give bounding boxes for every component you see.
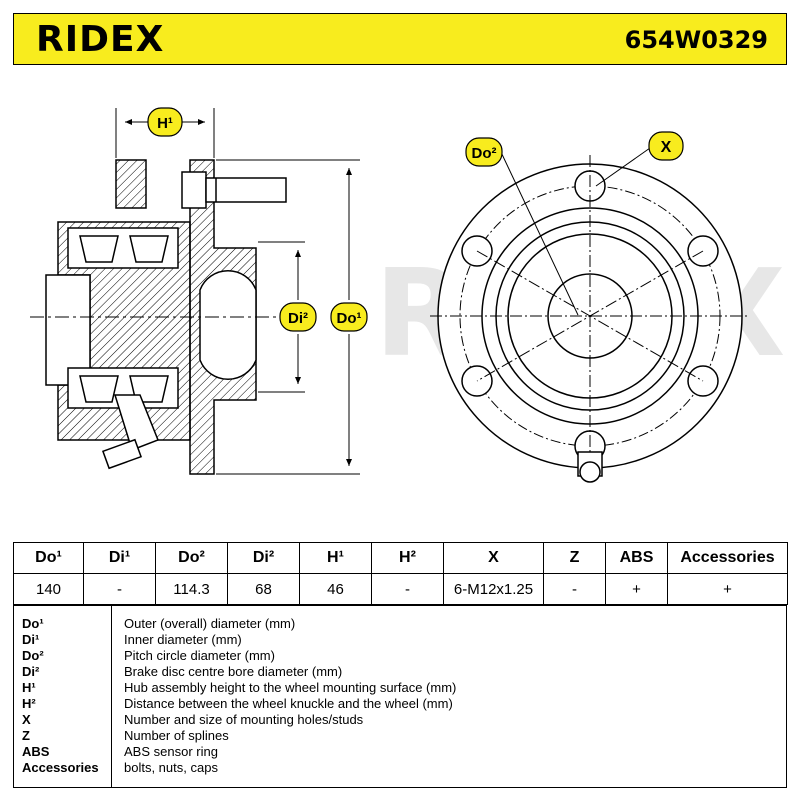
spec-table: Do¹ Di¹ Do² Di² H¹ H² X Z ABS Accessorie… [13, 542, 788, 605]
spec-value: 114.3 [155, 573, 228, 605]
spec-value: + [605, 573, 668, 605]
spec-value: - [371, 573, 444, 605]
legend: Do¹ Outer (overall) diameter (mm) Di¹ In… [13, 605, 787, 788]
legend-desc: bolts, nuts, caps [124, 760, 218, 775]
legend-key: Do¹ [22, 616, 44, 631]
legend-key: Do² [22, 648, 44, 663]
legend-desc: Brake disc centre bore diameter (mm) [124, 664, 343, 679]
legend-desc: Pitch circle diameter (mm) [124, 648, 275, 663]
spec-header: ABS [605, 542, 668, 574]
legend-desc: Outer (overall) diameter (mm) [124, 616, 296, 631]
label-h1-badge [147, 107, 183, 137]
legend-key: H² [22, 696, 36, 711]
label-h1: H¹ [157, 115, 173, 132]
legend-divider [111, 606, 112, 787]
spec-header: X [443, 542, 544, 574]
legend-desc: Distance between the wheel knuckle and t… [124, 696, 453, 711]
label-do1: Do¹ [337, 310, 362, 327]
label-x-badge [648, 131, 684, 161]
part-number: 654W0329 [624, 26, 768, 54]
leaders-front [499, 147, 651, 316]
spec-value: 68 [227, 573, 300, 605]
legend-desc: Inner diameter (mm) [124, 632, 242, 647]
label-do1-badge [330, 302, 368, 332]
spec-header: H¹ [299, 542, 372, 574]
label-do2: Do² [472, 145, 497, 162]
legend-key: X [22, 712, 31, 727]
spec-header: Z [543, 542, 606, 574]
spec-value: 6-M12x1.25 [443, 573, 544, 605]
spec-value: - [543, 573, 606, 605]
dimension-do1 [216, 159, 360, 475]
spec-header: Do² [155, 542, 228, 574]
legend-desc: Number and size of mounting holes/studs [124, 712, 364, 727]
spec-header: Do¹ [13, 542, 84, 574]
legend-desc: Number of splines [124, 728, 229, 743]
header-bar: RIDEX 654W0329 [13, 13, 787, 65]
label-di2: Di² [288, 310, 308, 327]
spec-header-row: Do¹ Di¹ Do² Di² H¹ H² X Z ABS Accessorie… [13, 542, 788, 574]
spec-header: Di² [227, 542, 300, 574]
label-di2-badge [279, 302, 317, 332]
technical-drawing: RIDEX H¹ [30, 107, 786, 483]
legend-key: ABS [22, 744, 50, 759]
spec-header: Accessories [667, 542, 788, 574]
spec-value: + [667, 573, 788, 605]
spec-value: - [83, 573, 156, 605]
legend-desc: Hub assembly height to the wheel mountin… [124, 680, 457, 695]
legend-desc: ABS sensor ring [124, 744, 218, 759]
spec-value: 140 [13, 573, 84, 605]
legend-key: Accessories [22, 760, 99, 775]
legend-key: Z [22, 728, 30, 743]
spec-header: Di¹ [83, 542, 156, 574]
label-do2-badge [465, 137, 503, 167]
dimension-di2 [258, 241, 305, 393]
legend-key: H¹ [22, 680, 36, 695]
spec-header: H² [371, 542, 444, 574]
legend-key: Di¹ [22, 632, 40, 647]
hub-section-view [30, 159, 290, 475]
hub-front-view [430, 155, 750, 483]
brand-logo: RIDEX [36, 19, 165, 60]
spec-value: 46 [299, 573, 372, 605]
spec-value-row: 140 - 114.3 68 46 - 6-M12x1.25 - + + [13, 573, 788, 605]
label-x: X [661, 139, 672, 156]
legend-key: Di² [22, 664, 40, 679]
